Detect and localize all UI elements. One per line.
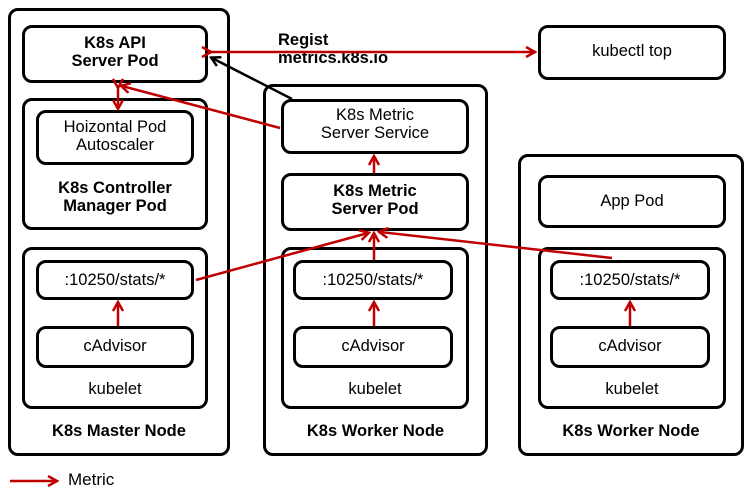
worker-node-2-label: K8s Worker Node — [562, 422, 700, 440]
worker2-stats-endpoint — [550, 260, 710, 300]
master-stats-arrow — [195, 233, 368, 282]
worker1-stats-endpoint — [293, 260, 453, 300]
master-kubelet-label: kubelet — [88, 380, 142, 398]
master-stats-endpoint — [36, 260, 194, 300]
worker2-stats-endpoint-label: :10250/stats/* — [579, 271, 681, 289]
worker1-cadvisor — [293, 326, 453, 368]
master-cadvisor-label: cAdvisor — [83, 337, 147, 355]
api-server-pod-label: K8s API Server Pod — [71, 34, 159, 71]
api-server-pod — [22, 25, 208, 83]
app-pod — [538, 175, 726, 228]
service-api-arrow — [122, 86, 281, 130]
kubectl-top-box — [538, 25, 726, 80]
hpa-box — [36, 110, 194, 165]
master-stats-endpoint-label: :10250/stats/* — [64, 271, 166, 289]
metric-server-pod-label: K8s Metric Server Pod — [331, 182, 419, 219]
app-pod-label: App Pod — [600, 192, 664, 210]
worker1-cadvisor-label: cAdvisor — [341, 337, 405, 355]
worker2-stats-arrow — [380, 232, 613, 260]
master-node-label: K8s Master Node — [52, 422, 186, 440]
worker1-stats-endpoint-label: :10250/stats/* — [322, 271, 424, 289]
worker2-cadvisor — [550, 326, 710, 368]
worker2-kubelet-label: kubelet — [605, 380, 659, 398]
metric-server-pod — [281, 173, 469, 231]
kubectl-top-label: kubectl top — [592, 42, 672, 60]
worker-node-1-label: K8s Worker Node — [306, 422, 445, 440]
hpa-label: Hoizontal Pod Autoscaler — [63, 118, 167, 155]
master-cadvisor — [36, 326, 194, 368]
metric-server-service-label: K8s Metric Server Service — [320, 106, 430, 143]
worker1-kubelet-label: kubelet — [348, 380, 402, 398]
legend-metric-label: Metric — [68, 470, 115, 489]
controller-manager-label: K8s Controller Manager Pod — [58, 179, 172, 216]
regist-arrow — [212, 58, 293, 101]
worker2-cadvisor-label: cAdvisor — [598, 337, 662, 355]
metric-server-service — [281, 99, 469, 154]
